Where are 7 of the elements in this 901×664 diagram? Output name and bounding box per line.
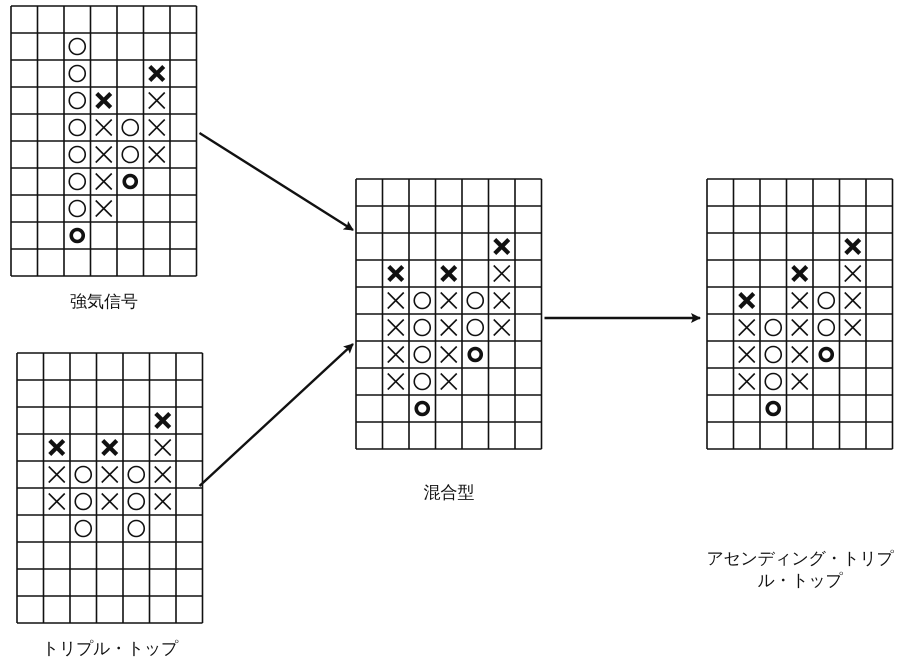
arrow	[544, 313, 701, 323]
chart-caption: トリプル・トップ	[41, 638, 180, 660]
arrow	[198, 132, 354, 232]
arrow	[198, 343, 354, 487]
chart-caption: 混合型	[422, 482, 476, 504]
chart-caption: 強気信号	[68, 291, 139, 314]
chart-caption: アセンディング・トリプル・トップ	[706, 548, 895, 592]
